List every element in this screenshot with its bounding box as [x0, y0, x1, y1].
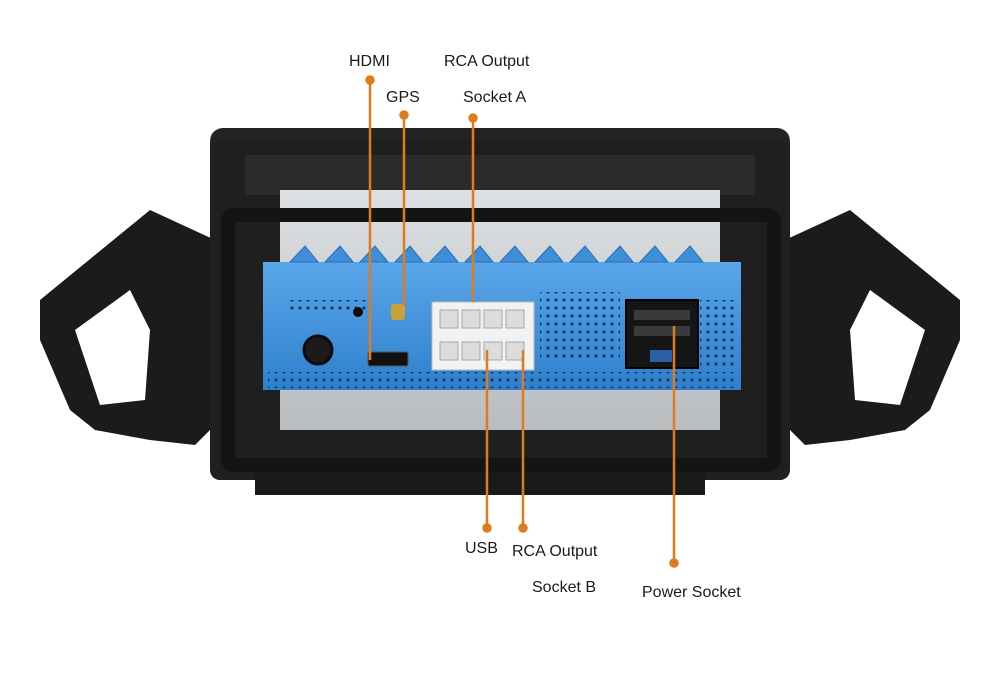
vent-bottom	[268, 372, 738, 388]
label-usb: USB	[465, 540, 498, 557]
label-rca-b-line1: RCA Output	[512, 543, 598, 560]
front-frame	[221, 208, 781, 472]
housing-inner-recess	[245, 155, 755, 195]
cooling-fins	[288, 245, 705, 263]
vent-top-mid	[540, 292, 620, 362]
vent-right	[700, 300, 736, 370]
right-bracket-cutout	[850, 290, 925, 405]
screw-hole	[353, 307, 363, 317]
hdmi-port	[367, 351, 409, 367]
label-rca-b-line2: Socket B	[532, 579, 597, 596]
rca-socket-cells	[439, 309, 525, 361]
leader-lines	[365, 75, 679, 568]
label-gps: GPS	[386, 89, 420, 106]
power-socket-latch	[650, 350, 672, 362]
gps-connector	[391, 304, 405, 320]
label-power-socket: Power Socket	[642, 584, 741, 601]
left-bracket-cutout	[75, 290, 150, 405]
power-socket-pins	[634, 310, 690, 336]
antenna-port	[302, 334, 334, 366]
label-rca-a-line2: Socket A	[463, 89, 527, 106]
vent-top-left	[290, 300, 370, 312]
label-rca-a-line1: RCA Output	[444, 53, 530, 70]
label-hdmi: HDMI	[349, 53, 390, 70]
